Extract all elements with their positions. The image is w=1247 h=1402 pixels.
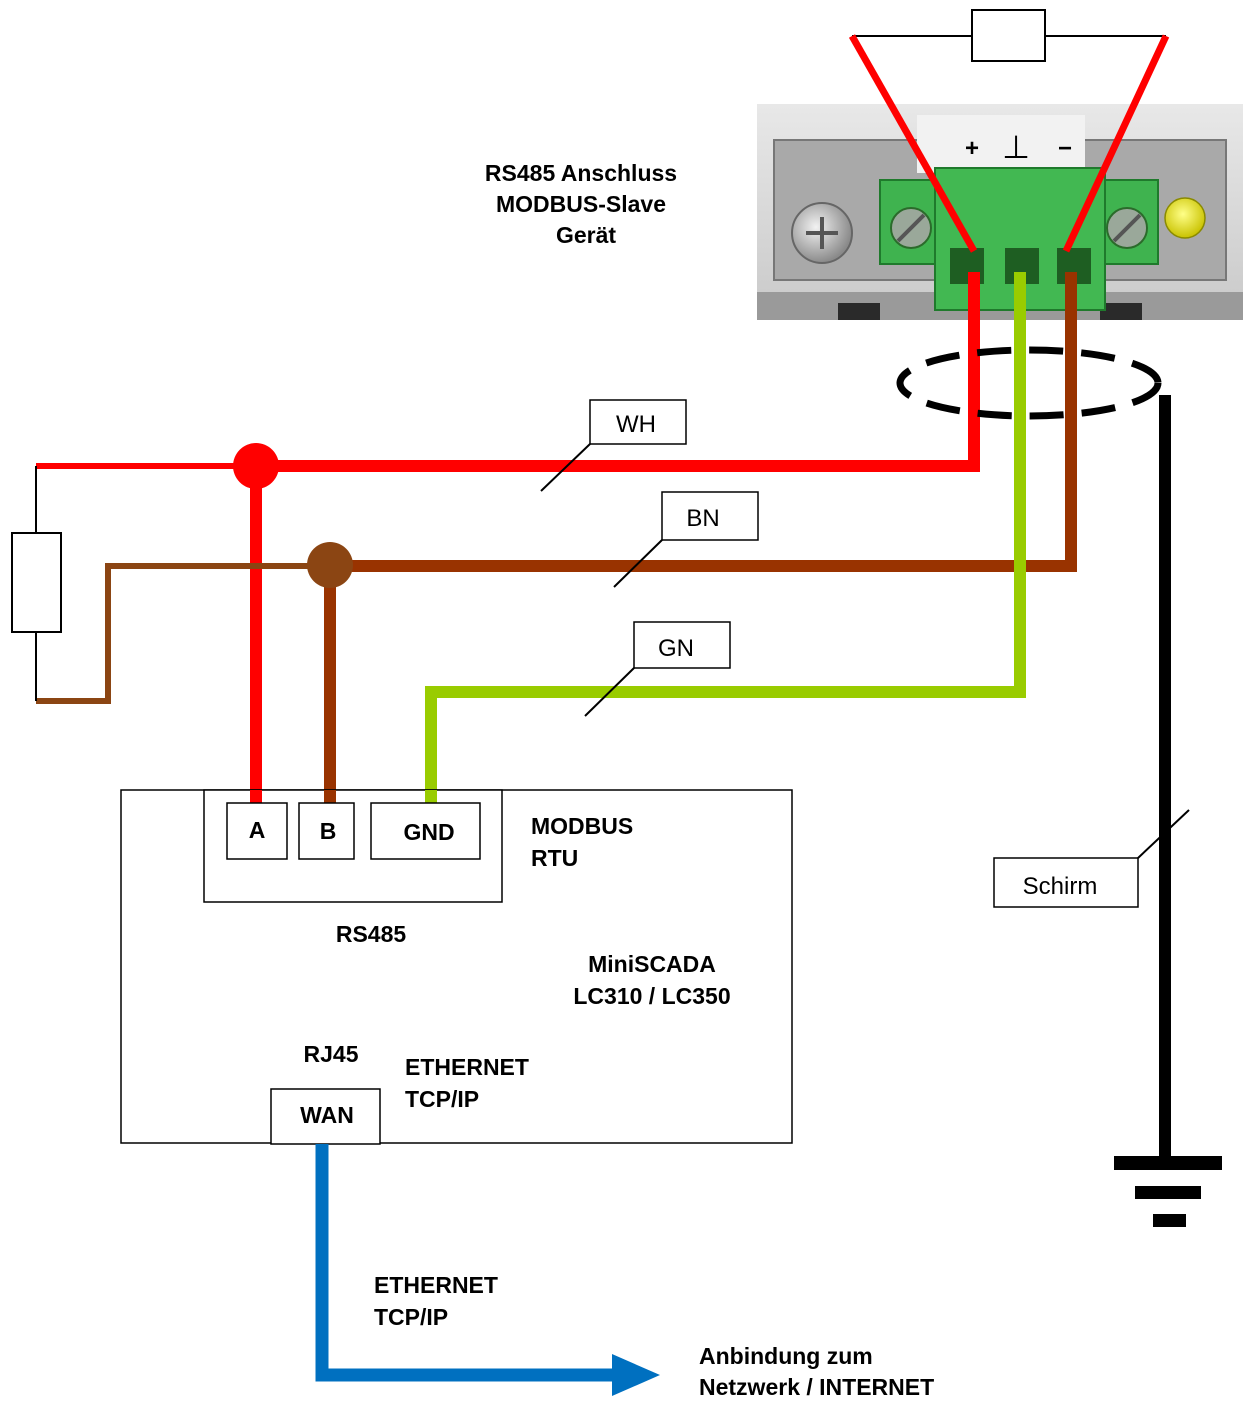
bn-junction [307,542,353,588]
gn-wire [425,272,1026,803]
network-connection-line1: Anbindung zum [699,1343,873,1369]
ethernet-wire [315,1144,615,1382]
gn-label-callout: GN [584,621,731,717]
bn-wire-to-resistor [1062,34,1170,253]
pin-gnd [370,802,481,860]
wh-label-callout: WH [540,399,687,492]
protocol-line2: RTU [531,845,578,871]
pin-b [298,802,355,860]
controller-ethernet-line2: TCP/IP [405,1086,479,1112]
wh-junction [233,443,279,489]
resistor-icon [971,9,1046,62]
pin-a-label: A [249,817,266,843]
wh-label: WH [616,411,656,438]
pin-b-label: B [320,818,337,844]
device-slot [1100,303,1142,320]
terminal-label-strip [917,115,1085,173]
device-title-line2: MODBUS-Slave [496,191,666,217]
network-ethernet-line2: TCP/IP [374,1304,448,1330]
pin-gnd-label: GND [403,819,454,845]
ground-icon [1114,1156,1222,1227]
terminal-minus-label: − [1058,135,1072,162]
device-title-line1: RS485 Anschluss [485,160,677,186]
ethernet-arrow-icon [612,1354,660,1396]
bus-termination-resistor [11,466,62,701]
status-led-icon [1164,197,1206,239]
device-termination-resistor [852,9,1166,62]
cable-shield-ellipse [896,346,1162,420]
controller-name-line2: LC310 / LC350 [573,983,730,1009]
rj45-label: RJ45 [304,1041,359,1067]
shield-label: Schirm [1023,873,1098,900]
controller-name-line1: MiniSCADA [588,951,716,977]
shield-label-callout: Schirm [993,809,1190,908]
terminal-plus-label: + [965,135,979,162]
bn-wire-to-bus-resistor [36,563,330,704]
wan-port-label: WAN [300,1102,354,1128]
controller-ethernet-line1: ETHERNET [405,1054,529,1080]
miniscada-controller: A B GND MODBUS RTU RS485 MiniSCADA LC310… [120,789,793,1145]
device-slot [838,303,880,320]
gn-label: GN [658,635,694,662]
wh-wire-to-resistor [848,34,978,253]
terminal-ground-label: ⊥ [1002,129,1030,165]
wh-wire [256,272,980,472]
bn-label: BN [686,505,719,532]
bn-wire [330,272,1077,572]
bn-label-callout: BN [613,491,759,588]
network-ethernet-line1: ETHERNET [374,1272,498,1298]
device-terminal-photo: + ⊥ − [757,104,1243,320]
device-title-line3: Gerät [556,222,616,248]
rs485-label: RS485 [336,921,407,947]
resistor-icon [11,532,62,633]
protocol-line1: MODBUS [531,813,633,839]
pin-a [226,802,288,860]
network-connection-line2: Netzwerk / INTERNET [699,1374,934,1400]
